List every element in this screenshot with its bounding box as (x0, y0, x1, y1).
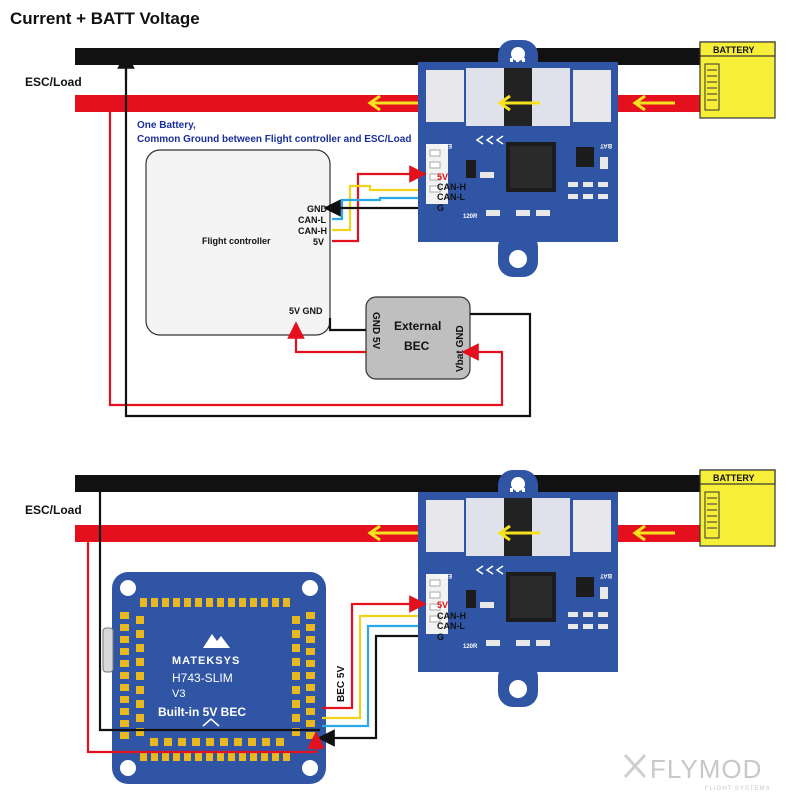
black-battery-wire-2 (75, 475, 700, 492)
fc-pin-can-l: CAN-L (298, 215, 326, 225)
fc-pin-can-h: CAN-H (298, 226, 327, 236)
flymod-logo-icon (623, 753, 647, 779)
module-bat-text: BAT (600, 142, 612, 148)
module-bat-text-2: BAT (600, 572, 612, 578)
top-section: ESC/Load ESC BAT 120R 5V CAN-H CAN-L G B… (25, 39, 776, 418)
battery-feed-wires-bottom (86, 492, 325, 754)
fc-bec-label: Built-in 5V BEC (158, 705, 246, 719)
fc-brand: MATEKSYS (172, 655, 240, 667)
battery-connector-icon (704, 63, 720, 111)
module2-pin-5v: 5V (437, 600, 448, 610)
can-wires-bottom (317, 595, 427, 747)
fc-version: V3 (172, 688, 185, 700)
bec-left-pins: GND 5V (370, 312, 381, 350)
module-pin-can-l: CAN-L (437, 192, 465, 202)
current-sensor-module-2 (417, 469, 619, 708)
module-pin-can-h: CAN-H (437, 182, 466, 192)
bec-5v-wire-label: BEC 5V (336, 666, 347, 702)
module2-pin-g: G (437, 632, 444, 642)
bec-title-line2: BEC (404, 339, 430, 353)
module-esc-text-2: ESC (439, 572, 452, 578)
diagram-title: Current + BATT Voltage (10, 9, 200, 28)
watermark: FLYMOD FLIGHT SYSTEMS (623, 753, 771, 792)
current-flow-arrows-2 (367, 524, 675, 542)
module2-pin-can-l: CAN-L (437, 621, 465, 631)
battery-loop-wires (108, 51, 532, 418)
external-bec (365, 296, 471, 380)
esc-load-label-2: ESC/Load (25, 503, 82, 517)
battery-connector-icon-2 (704, 491, 720, 539)
note-line-2: Common Ground between Flight controller … (137, 134, 411, 145)
black-battery-wire (75, 48, 700, 65)
module-pin-g: G (437, 203, 444, 213)
bec-output-wires (287, 318, 366, 354)
mateksys-logo-icon (203, 634, 230, 648)
note-line-1: One Battery, (137, 120, 196, 131)
module-esc-text: ESC (439, 142, 452, 148)
watermark-brand: FLYMOD (650, 754, 762, 784)
fc-power-pins: 5V GND (289, 306, 323, 316)
watermark-sub: FLIGHT SYSTEMS (705, 786, 771, 792)
battery-label: BATTERY (713, 45, 755, 55)
fc-pin-gnd: GND (307, 204, 328, 214)
module-resistor-text-2: 120R (463, 644, 478, 650)
fc-direction-arrow-icon (202, 718, 220, 727)
esc-load-label: ESC/Load (25, 75, 82, 89)
current-sensor-module (417, 39, 619, 278)
current-flow-arrows (367, 94, 675, 112)
module2-pin-can-h: CAN-H (437, 611, 466, 621)
fc-pin-5v: 5V (313, 237, 324, 247)
bec-right-pins: Vbat GND (455, 325, 466, 372)
fc-model: H743-SLIM (172, 671, 233, 685)
bec-title-line1: External (394, 319, 441, 333)
bottom-section: ESC/Load ESC BAT 120R 5V CAN-H CAN-L G B… (25, 469, 776, 784)
flight-controller-label: Flight controller (202, 236, 271, 246)
module-pin-5v: 5V (437, 172, 448, 182)
battery-label-2: BATTERY (713, 473, 755, 483)
module-resistor-text: 120R (463, 214, 478, 220)
can-wires-top (323, 165, 427, 243)
flight-controller-box (145, 149, 331, 336)
